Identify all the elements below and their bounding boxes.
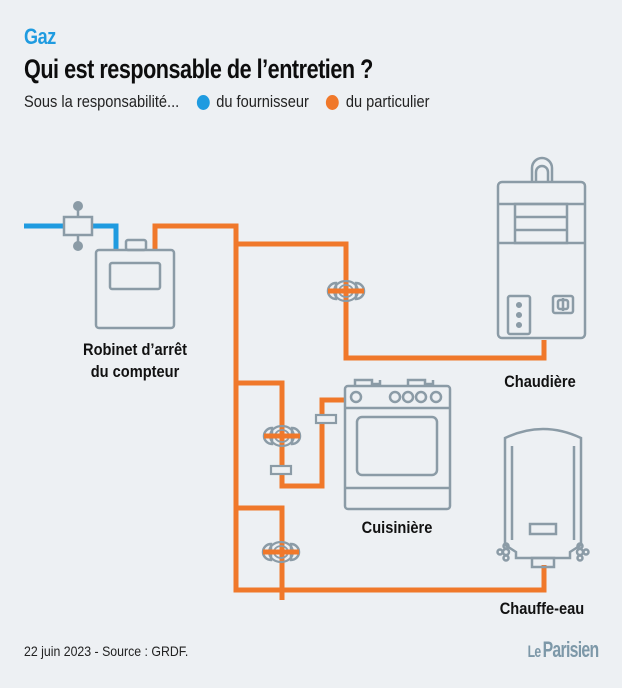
legend: Sous la responsabilité... du fournisseur… [24,92,430,112]
boiler-icon [496,156,587,340]
brand-name: Parisien [542,637,599,662]
brand-logo: LeParisien [527,637,599,663]
label-water-heater: Chauffe-eau [499,599,585,618]
connector-icon [269,464,293,476]
stove-icon [343,378,452,511]
legend-dot-supplier-icon [196,94,210,110]
page-title: Qui est responsable de l’entretien ? [24,54,373,84]
water-heater-icon [496,427,590,569]
legend-dot-customer-icon [326,94,339,110]
label-meter-line2: du compteur [90,362,180,381]
label-boiler: Chaudière [504,372,576,391]
legend-label-customer: du particulier [345,92,430,111]
gas-meter-icon [94,238,176,330]
customer-pipes [152,223,547,600]
shutoff-valve-icon [62,201,94,251]
source-credit: 22 juin 2023 - Source : GRDF. [24,643,189,659]
connector-icon [314,413,338,425]
supplier-pipe [24,223,119,250]
kicker: Gaz [24,24,56,49]
legend-intro: Sous la responsabilité... [24,92,180,111]
label-meter: Robinet d’arrêt du compteur [71,339,200,383]
brand-le: Le [527,642,541,661]
label-stove: Cuisinière [361,518,433,537]
legend-label-supplier: du fournisseur [216,92,309,111]
label-meter-line1: Robinet d’arrêt [83,340,187,359]
